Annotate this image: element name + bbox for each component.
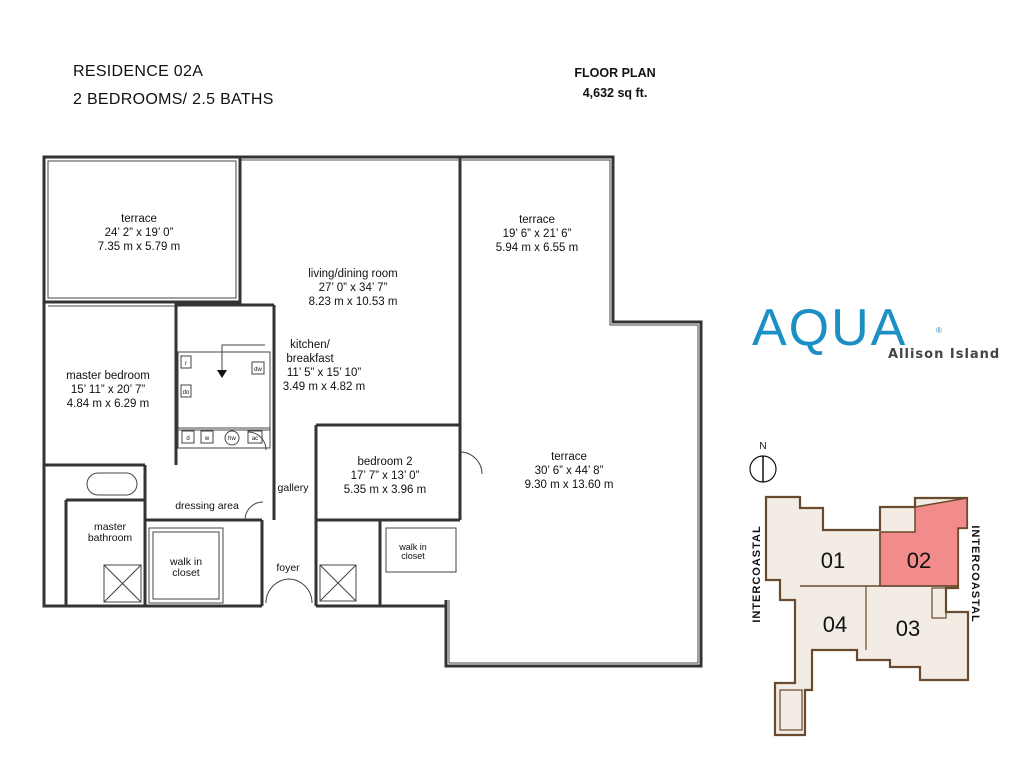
room-name-line1: walk in bbox=[398, 542, 427, 552]
room-bedroom-2: bedroom 2 17’ 7” x 13’ 0” 5.35 m x 3.96 … bbox=[344, 456, 426, 496]
room-dims-imperial: 24’ 2” x 19’ 0” bbox=[105, 227, 174, 239]
floor-plan-title: FLOOR PLAN bbox=[574, 66, 656, 80]
keyplan-intercoastal-right: INTERCOASTAL bbox=[969, 525, 981, 622]
room-name: bedroom 2 bbox=[358, 456, 413, 468]
room-name-line2: closet bbox=[172, 567, 200, 579]
keyplan-unit-01: 01 bbox=[821, 548, 845, 573]
room-name: terrace bbox=[551, 451, 587, 463]
room-kitchen: kitchen/ breakfast 11’ 5” x 15’ 10” 3.49… bbox=[283, 339, 365, 393]
logo-registered-mark: ® bbox=[936, 326, 942, 335]
logo-brand: AQUA bbox=[752, 299, 907, 357]
room-master-bedroom: master bedroom 15’ 11” x 20’ 7” 4.84 m x… bbox=[66, 370, 150, 410]
room-dims-metric: 8.23 m x 10.53 m bbox=[309, 296, 398, 308]
keyplan-unit-04: 04 bbox=[823, 612, 847, 637]
room-foyer: foyer bbox=[276, 562, 300, 574]
room-name: living/dining room bbox=[308, 268, 398, 280]
floor-plan-area: 4,632 sq ft. bbox=[582, 86, 648, 100]
room-name: master bedroom bbox=[66, 370, 150, 382]
room-gallery: gallery bbox=[278, 482, 310, 494]
appliance-d: d bbox=[186, 436, 189, 442]
room-dims-metric: 5.94 m x 6.55 m bbox=[496, 242, 578, 254]
key-plan: N 01 02 04 03 INTERCOASTAL INTERCOASTAL bbox=[749, 441, 981, 737]
room-dims-metric: 9.30 m x 13.60 m bbox=[525, 479, 614, 491]
appliance-markers: r do dw d w hw ac bbox=[180, 355, 265, 446]
room-dims-imperial: 30’ 6” x 44’ 8” bbox=[535, 465, 604, 477]
room-dims-metric: 7.35 m x 5.79 m bbox=[98, 241, 180, 253]
appliance-w: w bbox=[204, 436, 210, 442]
room-dims-imperial: 15’ 11” x 20’ 7” bbox=[71, 384, 146, 396]
room-dims-metric: 4.84 m x 6.29 m bbox=[67, 398, 149, 410]
residence-title: RESIDENCE 02A bbox=[73, 63, 204, 80]
room-master-bathroom: master bathroom bbox=[88, 521, 133, 544]
logo-subtitle: Allison Island bbox=[888, 347, 1000, 362]
appliance-do: do bbox=[183, 390, 190, 396]
room-name-line1: kitchen/ bbox=[290, 339, 330, 351]
residence-configuration: 2 BEDROOMS/ 2.5 BATHS bbox=[73, 91, 274, 108]
room-terrace-north: terrace 19’ 6” x 21’ 6” 5.94 m x 6.55 m bbox=[496, 214, 578, 254]
room-walkin-closet-master: walk in closet bbox=[169, 556, 202, 579]
plan-walls bbox=[42, 155, 703, 668]
appliance-r: r bbox=[185, 361, 187, 367]
room-name-line1: walk in bbox=[169, 556, 202, 568]
room-name: terrace bbox=[121, 213, 157, 225]
keyplan-unit-03: 03 bbox=[896, 616, 920, 641]
room-living-dining: living/dining room 27’ 0” x 34’ 7” 8.23 … bbox=[308, 268, 398, 308]
appliance-hw: hw bbox=[228, 436, 236, 442]
room-dims-imperial: 19’ 6” x 21’ 6” bbox=[503, 228, 572, 240]
room-dims-imperial: 11’ 5” x 15’ 10” bbox=[287, 367, 362, 379]
room-dims-imperial: 17’ 7” x 13’ 0” bbox=[351, 470, 420, 482]
room-dims-metric: 5.35 m x 3.96 m bbox=[344, 484, 426, 496]
room-dressing-area: dressing area bbox=[175, 500, 239, 512]
room-name-line2: closet bbox=[401, 551, 425, 561]
room-dims-imperial: 27’ 0” x 34’ 7” bbox=[319, 282, 388, 294]
appliance-ac: ac bbox=[252, 436, 258, 442]
room-walkin-closet-bed2: walk in closet bbox=[398, 542, 427, 561]
room-terrace-west: terrace 24’ 2” x 19’ 0” 7.35 m x 5.79 m bbox=[98, 213, 180, 253]
room-dims-metric: 3.49 m x 4.82 m bbox=[283, 381, 365, 393]
room-name-line2: breakfast bbox=[286, 353, 334, 365]
room-name-line1: master bbox=[94, 521, 127, 533]
keyplan-intercoastal-left: INTERCOASTAL bbox=[751, 525, 763, 622]
aqua-logo: AQUA ® Allison Island bbox=[752, 299, 1000, 362]
room-name: terrace bbox=[519, 214, 555, 226]
room-terrace-east: terrace 30’ 6” x 44’ 8” 9.30 m x 13.60 m bbox=[525, 451, 614, 491]
north-label: N bbox=[759, 441, 766, 452]
keyplan-unit-02: 02 bbox=[907, 548, 931, 573]
appliance-dw: dw bbox=[254, 367, 262, 373]
room-name-line2: bathroom bbox=[88, 532, 133, 544]
